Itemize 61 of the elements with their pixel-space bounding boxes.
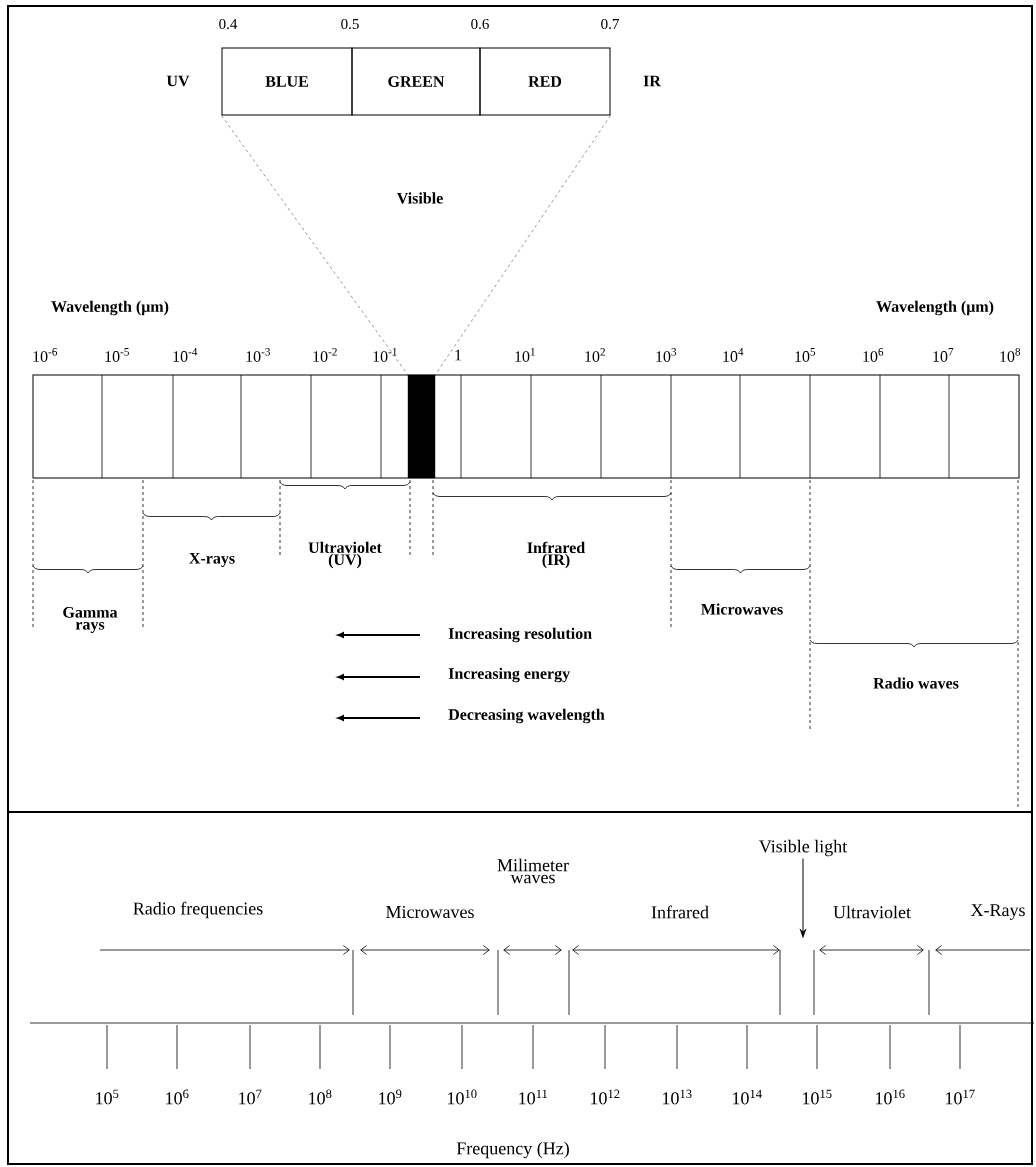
tick-label: 10$^{-4}$ — [173, 348, 198, 362]
tick-label: 10$^{11}$ — [519, 1089, 548, 1105]
tick-label: 10$^{7}$ — [239, 1089, 262, 1105]
region-label: X-rays — [189, 553, 235, 567]
region-label: Microwaves — [386, 905, 474, 919]
tick-label: 10$^{13}$ — [663, 1089, 692, 1105]
tick-label: 10$^{-2}$ — [313, 348, 337, 362]
scale-value: 0.6 — [471, 18, 489, 30]
tick-label: 10$^{16}$ — [876, 1089, 905, 1105]
region-label: Microwaves — [701, 603, 783, 615]
pointer-arrow — [800, 857, 806, 938]
tick-label: 10$^{5}$ — [96, 1089, 119, 1105]
tick-label: 10$^{17}$ — [946, 1089, 975, 1105]
tick-label: 10$^{8}$ — [309, 1089, 332, 1105]
band-label: UV — [166, 75, 190, 87]
tick-label: 10$^{12}$ — [591, 1089, 620, 1105]
region-label: Gamma rays — [63, 607, 118, 634]
scale-value: 0.7 — [601, 18, 619, 30]
tick-label: 10$^{6}$ — [166, 1089, 189, 1105]
direction-label: Increasing resolution — [448, 627, 592, 643]
band-label: Visible — [396, 192, 443, 204]
visible-band-bar — [407, 374, 436, 479]
tick-label: 10$^{14}$ — [733, 1089, 762, 1105]
region-label: Infrared (IR) — [527, 541, 585, 569]
tick-label: 10$^{6}$ — [863, 348, 884, 362]
direction-label: Decreasing wavelength — [448, 708, 605, 724]
color-band-cell: RED — [479, 47, 611, 116]
color-band-cell: GREEN — [351, 47, 481, 116]
axis-title: Frequency (Hz) — [456, 1141, 569, 1159]
direction-label: Increasing energy — [448, 667, 570, 683]
band-label: IR — [643, 75, 662, 87]
tick-label: 10$^{2}$ — [585, 348, 605, 362]
scale-value: 0.4 — [219, 18, 238, 30]
axis-title: Wavelength (μm) — [876, 300, 994, 316]
tick-label: 10$^{5}$ — [795, 348, 816, 362]
region-label: Milimeter waves — [497, 858, 569, 884]
tick-label: 10$^{-5}$ — [105, 348, 129, 362]
tick-label: 10$^{4}$ — [723, 348, 744, 362]
zoom-line — [221, 115, 408, 375]
tick-label: 10$^{3}$ — [656, 348, 677, 362]
region-label: Radio frequencies — [133, 901, 263, 919]
tick-label: 1 — [455, 349, 462, 361]
tick-label: 10$^{10}$ — [448, 1089, 477, 1105]
region-label: Ultraviolet (UV) — [308, 541, 382, 569]
tick-label: 10$^{-6}$ — [33, 348, 58, 362]
tick-label: 10$^{-3}$ — [246, 348, 270, 362]
region-label: Ultraviolet — [833, 905, 911, 919]
tick-label: 10$^{15}$ — [803, 1089, 832, 1105]
tick-label: 10$^{1}$ — [515, 348, 535, 362]
region-label: Radio waves — [873, 677, 959, 689]
region-label: Visible light — [759, 839, 848, 857]
scale-value: 0.5 — [341, 18, 359, 30]
tick-label: 10$^{9}$ — [379, 1089, 402, 1105]
region-label: Infrared — [651, 905, 709, 919]
tick-label: 10$^{7}$ — [933, 348, 954, 362]
zoom-line — [435, 115, 611, 375]
tick-label: 10$^{8}$ — [1000, 348, 1021, 362]
region-label: X-Rays — [970, 904, 1025, 920]
tick-label: 10$^{-1}$ — [373, 348, 397, 362]
axis-title: Wavelength (μm) — [51, 300, 169, 316]
color-band-cell: BLUE — [221, 47, 353, 116]
